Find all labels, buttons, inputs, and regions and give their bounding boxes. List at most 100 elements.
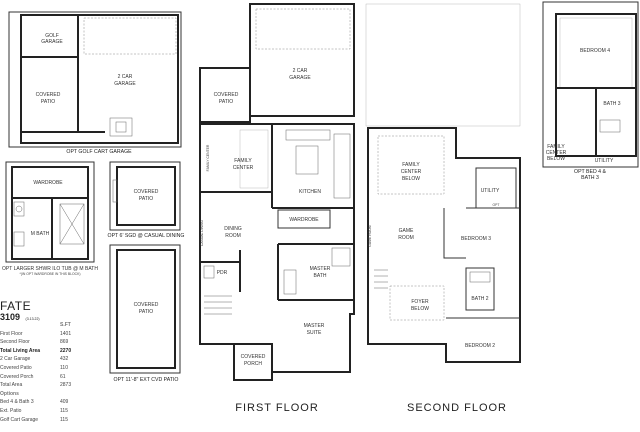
ff-family-center-label-1: FAMILY — [234, 158, 252, 164]
golf-2car-garage-label-1: 2 CAR — [118, 74, 133, 80]
golf-cart-caption: OPT GOLF CART GARAGE — [66, 149, 132, 155]
bed4-family-center-below-3: BELOW — [547, 156, 565, 162]
options-header-row: Options — [0, 390, 78, 399]
ff-covered-patio-label-2: PATIO — [219, 99, 233, 105]
sqft-row-value: 110 — [60, 364, 68, 371]
option-row: Ext. Patio 115 — [0, 407, 78, 416]
sf-opt-label: OPT — [493, 203, 500, 207]
ext-patio-label-1: COVERED — [134, 302, 159, 308]
sf-game-room-label-2: ROOM — [398, 235, 414, 241]
sqft-row-label: Covered Porch — [0, 373, 34, 380]
sf-bedroom-3-label: BEDROOM 3 — [461, 236, 491, 242]
ff-garage-label-1: 2 CAR — [293, 68, 308, 74]
ff-dining-label-2: ROOM — [225, 233, 241, 239]
bed4-utility-label: UTILITY — [595, 158, 614, 164]
sf-family-center-below-3: BELOW — [402, 176, 420, 182]
sqft-header-row-value: S.FT — [60, 322, 71, 328]
plan-number-line: 3109 (3.13.22) — [0, 312, 78, 324]
ff-master-bath-label-1: MASTER — [310, 266, 331, 272]
sqft-row-value: 432 — [60, 356, 69, 363]
sgd-patio-label-2: PATIO — [139, 196, 153, 202]
plan-name: FATE — [0, 299, 32, 313]
sf-bedroom-2-label: BEDROOM 2 — [465, 343, 495, 349]
ff-master-suite-label-1: MASTER — [304, 323, 325, 329]
golf-garage-label-1: GOLF — [45, 33, 59, 39]
ff-casual-dining-vertical: CASUAL DINING — [200, 220, 204, 247]
sf-game-room-label-1: GAME — [399, 228, 414, 234]
sqft-row-label: 2 Car Garage — [0, 356, 31, 363]
sqft-row-value: 869 — [60, 339, 69, 346]
second-floor-plan: FAMILY CENTER BELOW UTILITY OPT GAME ROO… — [365, 3, 521, 414]
sf-foyer-below-2: BELOW — [411, 306, 429, 312]
sf-foyer-below-1: FOYER — [411, 299, 429, 305]
ff-wardrobe-label: WARDROBE — [289, 217, 319, 223]
sf-family-center-below-2: CENTER — [401, 169, 422, 175]
sqft-row-value: 61 — [60, 373, 66, 380]
sqft-row-label: First Floor — [0, 330, 23, 337]
sqft-row: Total Area 2873 — [0, 381, 78, 390]
ff-dining-label-1: DINING — [224, 226, 242, 232]
ff-kitchen-label: KITCHEN — [299, 189, 321, 195]
ff-garage-label-2: GARAGE — [289, 75, 311, 81]
sqft-row-label: Total Area — [0, 382, 23, 389]
shower-mbath-label: M BATH — [31, 231, 50, 237]
shower-caption-note: *(IN OPT WARDROBE IN THIS BLOCK) — [20, 272, 81, 276]
opt-sgd-plan: COVERED PATIO OPT 6' SGD @ CASUAL DINING — [108, 161, 185, 239]
bath3-label: BATH 3 — [603, 101, 620, 107]
options-header-row-label: Options — [0, 390, 19, 397]
sqft-row-value: 1401 — [60, 330, 72, 337]
sqft-row: Covered Patio 110 — [0, 364, 78, 373]
sqft-row: First Floor 1401 — [0, 330, 78, 339]
opt-larger-shower-plan: WARDROBE M BATH OPT LARGER SHWR ILO TUB … — [2, 161, 98, 276]
golf-2car-garage-label-2: GARAGE — [114, 81, 136, 87]
option-row-value: 409 — [60, 399, 69, 406]
sqft-row: Second Floor 869 — [0, 338, 78, 347]
ff-pdr-label: PDR — [217, 270, 228, 276]
sf-bath-2-label: BATH 2 — [471, 296, 488, 302]
sqft-row-label: Second Floor — [0, 339, 30, 346]
ff-master-suite-label-2: SUITE — [307, 330, 322, 336]
option-row-value: 115 — [60, 407, 68, 414]
option-row-value: 115 — [60, 416, 68, 423]
opt-bed4-bath3-plan: BEDROOM 4 BATH 3 FAMILY CENTER BELOW UTI… — [542, 1, 639, 181]
ff-master-bath-label-2: BATH — [314, 273, 327, 279]
bed4-family-center-below-1: FAMILY — [547, 144, 565, 150]
sgd-patio-label-1: COVERED — [134, 189, 159, 195]
sqft-row-label: Covered Patio — [0, 364, 32, 371]
option-row: Golf Cart Garage 115 — [0, 416, 78, 425]
second-floor-title: SECOND FLOOR — [407, 402, 507, 414]
plan-info: FATE 3109 (3.13.22) — [0, 300, 78, 324]
options-header-row-value — [58, 390, 78, 399]
ff-covered-patio-label-1: COVERED — [214, 92, 239, 98]
ff-porch-label-1: COVERED — [241, 354, 266, 360]
sf-family-center-below-1: FAMILY — [402, 162, 420, 168]
opt-golf-cart-garage-plan: GOLF GARAGE 2 CAR GARAGE COVERED PATIO O… — [8, 11, 182, 155]
sgd-caption: OPT 6' SGD @ CASUAL DINING — [108, 233, 185, 239]
sqft-row: Covered Porch 61 — [0, 373, 78, 382]
ext-patio-caption: OPT 11'-8" EXT CVD PATIO — [114, 377, 179, 383]
plan-date: (3.13.22) — [25, 317, 40, 321]
sqft-row: 2 Car Garage 432 — [0, 355, 78, 364]
sf-utility-label: UTILITY — [481, 188, 500, 194]
shower-caption: OPT LARGER SHWR ILO TUB @ M BATH — [2, 266, 98, 272]
bed4-label: BEDROOM 4 — [580, 48, 610, 54]
bed4-family-center-below-2: CENTER — [546, 150, 567, 156]
plan-number: 3109 — [0, 312, 21, 322]
sqft-row-value: 2873 — [60, 382, 72, 389]
sf-game-room-vertical: GAME ROOM — [368, 225, 372, 247]
shower-wardrobe-label: WARDROBE — [33, 180, 63, 186]
ext-patio-label-2: PATIO — [139, 309, 153, 315]
option-row-label: Ext. Patio — [0, 407, 22, 414]
option-row-label: Golf Cart Garage — [0, 416, 39, 423]
first-floor-title: FIRST FLOOR — [235, 402, 319, 414]
opt-ext-patio-plan: COVERED PATIO OPT 11'-8" EXT CVD PATIO — [109, 244, 181, 383]
ff-family-center-label-2: CENTER — [233, 165, 254, 171]
bed4-caption-2: BATH 3 — [581, 175, 599, 181]
sqft-row-label: Total Living Area — [0, 347, 41, 354]
golf-covered-patio-label-2: PATIO — [41, 99, 55, 105]
sqft-header-row: S.FT — [0, 321, 78, 330]
